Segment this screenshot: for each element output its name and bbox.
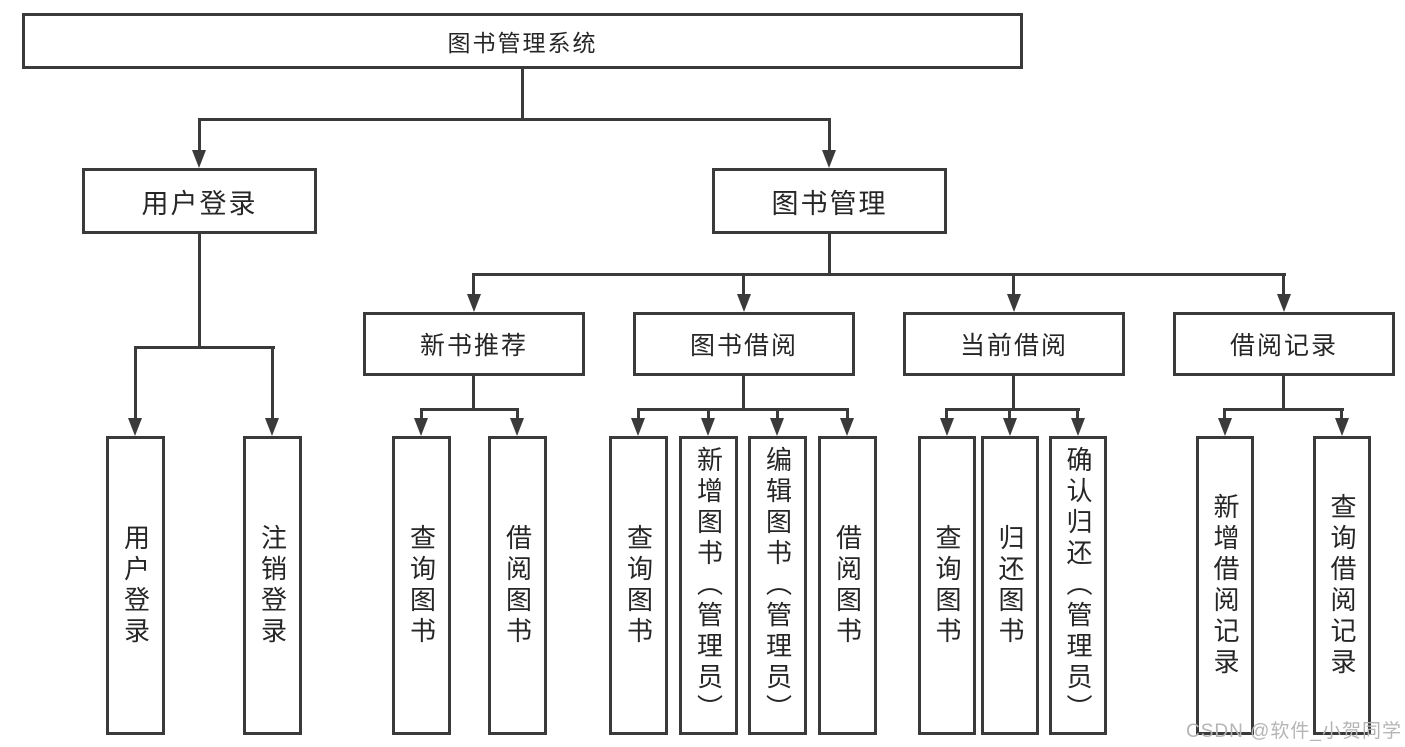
leaf-return-book: 归还图书: [981, 436, 1039, 735]
arrow-down-icon: [1277, 294, 1291, 312]
connector-drop-leaf: [516, 408, 519, 418]
connector-drop-leaf: [1340, 408, 1343, 418]
leaf-query-borrow-record: 查询借阅记录: [1313, 436, 1371, 735]
leaf-query-book-recommend: 查询图书: [392, 436, 451, 735]
node-borrow-records: 借阅记录: [1173, 312, 1395, 376]
connector-drop-user-login: [198, 118, 201, 152]
leaf-edit-book-admin: 编辑图书（管理员）: [748, 436, 807, 735]
connector-drop-book-borrow: [742, 273, 745, 296]
arrow-down-icon: [192, 150, 206, 168]
connector-drop-leaf: [776, 408, 779, 418]
connector-drop-new-book: [472, 273, 475, 296]
connector-drop-leaf: [637, 408, 640, 418]
leaf-borrow-book-recommend: 借阅图书: [488, 436, 547, 735]
node-new-book-recommend: 新书推荐: [363, 312, 585, 376]
connector-drop-leaf: [134, 346, 137, 418]
watermark-text: CSDN @软件_小贺同学: [1186, 721, 1402, 742]
arrow-down-icon: [1218, 418, 1232, 436]
connector-current-borrow-bar: [945, 408, 1080, 411]
connector-drop-leaf: [1008, 408, 1011, 418]
connector-root-stem: [521, 69, 524, 118]
node-book-borrow: 图书借阅: [633, 312, 855, 376]
connector-drop-current-borrow: [1012, 273, 1015, 296]
arrow-down-icon: [510, 418, 524, 436]
arrow-down-icon: [128, 418, 142, 436]
leaf-user-login: 用户登录: [106, 436, 165, 735]
arrow-down-icon: [840, 418, 854, 436]
leaf-confirm-return-admin: 确认归还（管理员）: [1049, 436, 1107, 735]
leaf-query-book-current: 查询图书: [918, 436, 976, 735]
arrow-down-icon: [822, 150, 836, 168]
arrow-down-icon: [1071, 418, 1085, 436]
connector-borrow-records-bar: [1223, 408, 1344, 411]
connector-current-borrow-stem: [1012, 376, 1015, 408]
connector-book-borrow-bar: [637, 408, 849, 411]
connector-book-borrow-stem: [742, 376, 745, 408]
connector-user-login-bar: [134, 346, 275, 349]
leaf-borrow-book: 借阅图书: [818, 436, 877, 735]
arrow-down-icon: [1007, 294, 1021, 312]
connector-drop-leaf: [1223, 408, 1226, 418]
connector-user-login-stem: [198, 234, 201, 346]
connector-drop-leaf: [1076, 408, 1079, 418]
connector-drop-borrow-records: [1282, 273, 1285, 296]
node-current-borrow: 当前借阅: [903, 312, 1125, 376]
connector-drop-leaf: [271, 346, 274, 418]
connector-new-book-bar: [420, 408, 519, 411]
connector-new-book-stem: [472, 376, 475, 408]
arrow-down-icon: [467, 294, 481, 312]
node-root: 图书管理系统: [22, 13, 1023, 69]
arrow-down-icon: [701, 418, 715, 436]
connector-drop-leaf: [945, 408, 948, 418]
connector-level3-bar: [472, 273, 1286, 276]
connector-level2-bar: [198, 118, 831, 121]
arrow-down-icon: [1335, 418, 1349, 436]
arrow-down-icon: [940, 418, 954, 436]
connector-drop-leaf: [420, 408, 423, 418]
connector-borrow-records-stem: [1282, 376, 1285, 408]
node-book-management: 图书管理: [712, 168, 947, 234]
arrow-down-icon: [1003, 418, 1017, 436]
connector-book-mgmt-stem: [828, 234, 831, 273]
arrow-down-icon: [770, 418, 784, 436]
node-user-login: 用户登录: [82, 168, 317, 234]
leaf-add-book-admin: 新增图书（管理员）: [679, 436, 738, 735]
leaf-logout: 注销登录: [243, 436, 302, 735]
leaf-query-book-borrow: 查询图书: [609, 436, 668, 735]
arrow-down-icon: [737, 294, 751, 312]
arrow-down-icon: [265, 418, 279, 436]
arrow-down-icon: [631, 418, 645, 436]
connector-drop-leaf: [846, 408, 849, 418]
leaf-add-borrow-record: 新增借阅记录: [1196, 436, 1254, 735]
arrow-down-icon: [414, 418, 428, 436]
connector-drop-leaf: [707, 408, 710, 418]
connector-drop-book-mgmt: [828, 118, 831, 152]
